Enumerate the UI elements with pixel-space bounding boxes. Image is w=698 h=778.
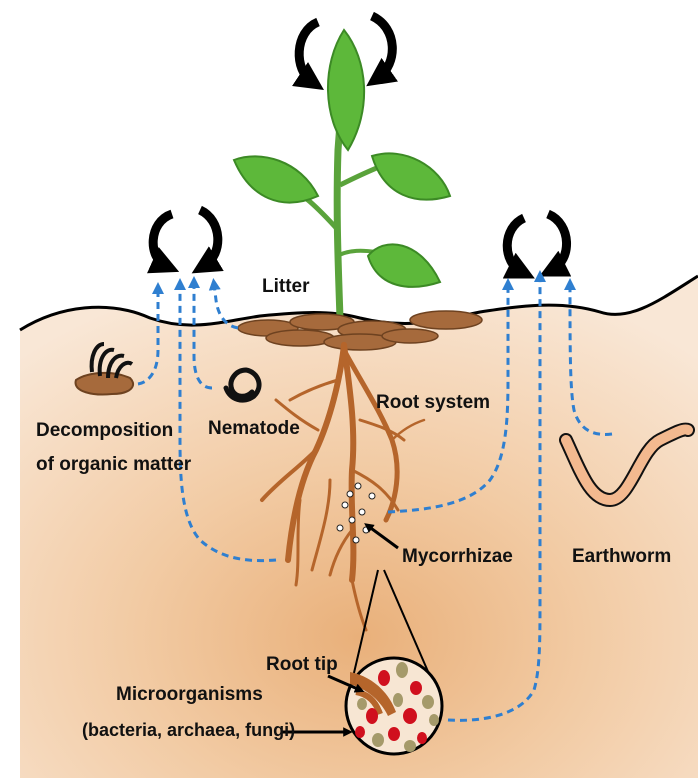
leaf [328,30,364,150]
root-tip-zoom [346,658,442,754]
leaf [368,244,440,286]
plant [234,30,450,318]
leaf [372,153,450,199]
root-system-label: Root system [376,392,490,413]
root-tip-label: Root tip [266,654,338,675]
decomposition-label-line2: of organic matter [36,454,192,475]
cycle-arrows-icon [507,214,566,272]
earthworm-label: Earthworm [572,546,671,567]
litter-label: Litter [262,276,310,297]
microorganisms-label-line1: Microorganisms [116,684,263,705]
microorganisms-label-line2: (bacteria, archaea, fungi) [82,720,295,740]
nematode-label: Nematode [208,418,300,439]
leaf [234,156,318,202]
cycle-arrows-icon [153,210,218,266]
mycorrhizae-label: Mycorrhizae [402,546,513,567]
decomposition-label-line1: Decomposition [36,420,173,441]
